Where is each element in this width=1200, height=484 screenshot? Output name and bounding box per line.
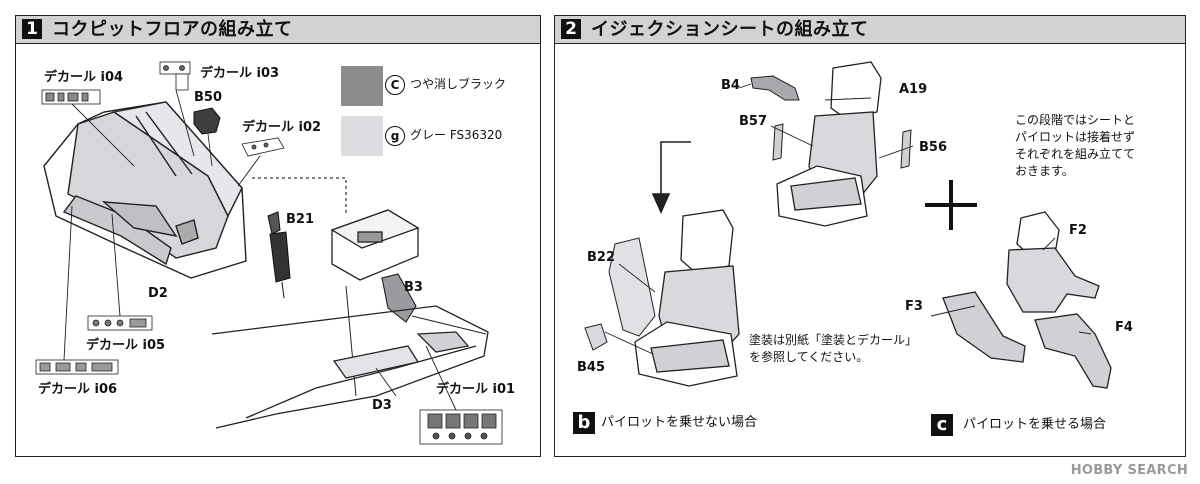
step1-panel: 1 コクピットフロアの組み立て <box>15 15 541 457</box>
step2-title: イジェクションシートの組み立て <box>591 19 869 40</box>
step1-title: コクピットフロアの組み立て <box>52 19 293 40</box>
label-f3: F3 <box>905 299 923 314</box>
decal-i03-sheet <box>159 61 191 91</box>
assembly-note-line-1: この段階ではシートと <box>1015 113 1136 127</box>
label-b50: B50 <box>194 90 222 105</box>
part-b22 <box>608 237 656 337</box>
label-b22: B22 <box>587 250 615 265</box>
assembly-arrow <box>651 141 691 214</box>
label-decal-i01: デカール i01 <box>436 382 516 397</box>
assembly-note-line-3: それぞれを組み立てて <box>1015 147 1136 161</box>
cockpit-tub-d2 <box>43 101 247 279</box>
label-d2: D2 <box>148 286 168 301</box>
step2-header: 2 イジェクションシートの組み立て <box>555 16 1185 44</box>
part-b56 <box>900 129 912 169</box>
step1-number: 1 <box>22 19 42 39</box>
step1-header: 1 コクピットフロアの組み立て <box>16 16 540 44</box>
watermark: HOBBY SEARCH <box>1070 463 1188 478</box>
step2-number: 2 <box>561 19 581 39</box>
assembled-seat <box>634 209 740 387</box>
label-decal-i02: デカール i02 <box>242 120 322 135</box>
label-b3: B3 <box>404 280 423 295</box>
paint-note-line-1: 塗装は別紙「塗装とデカール」 <box>749 333 918 347</box>
label-d3: D3 <box>372 398 392 413</box>
leader-lines <box>604 83 1092 355</box>
label-decal-i04: デカール i04 <box>44 70 124 85</box>
ejection-seat-illustration <box>584 61 1112 389</box>
label-b4: B4 <box>721 78 740 93</box>
label-decal-i03: デカール i03 <box>200 66 280 81</box>
assembly-note-line-2: パイロットは接着せず <box>1015 130 1136 144</box>
part-b50 <box>193 107 221 135</box>
option-c-text: パイロットを乗せる場合 <box>963 417 1107 432</box>
rear-seat-block <box>330 209 420 281</box>
part-b45 <box>584 323 608 351</box>
color-code-c: C <box>385 75 405 95</box>
label-b56: B56 <box>919 140 947 155</box>
assembly-guide-line <box>252 177 347 216</box>
decal-i04-sheet <box>41 89 101 105</box>
paint-note-line-2: を参照してください。 <box>749 350 869 364</box>
cockpit-floor-illustration <box>35 61 503 445</box>
step2-panel: 2 イジェクションシートの組み立て <box>554 15 1186 457</box>
decal-i01-sheet <box>419 409 503 445</box>
label-decal-i05: デカール i05 <box>86 338 166 353</box>
part-b21 <box>267 211 291 299</box>
label-a19: A19 <box>899 82 928 97</box>
label-decal-i06: デカール i06 <box>38 382 118 397</box>
option-b-badge: b <box>573 412 595 434</box>
decal-i02-sheet <box>241 137 285 157</box>
option-c-badge: c <box>931 414 953 436</box>
decal-i05-sheet <box>87 315 153 331</box>
option-b-text: パイロットを乗せない場合 <box>601 415 758 430</box>
label-b57: B57 <box>739 114 767 129</box>
color-name-c: つや消しブラック <box>410 77 507 91</box>
part-b57 <box>772 123 784 161</box>
decal-i06-sheet <box>35 359 119 375</box>
color-code-g: g <box>385 126 405 146</box>
pilot-figure <box>942 211 1112 389</box>
fuselage-part-d3 <box>211 285 489 429</box>
part-b4 <box>750 75 800 101</box>
color-name-g: グレー FS36320 <box>410 128 503 142</box>
color-swatch-c <box>341 66 383 106</box>
assembly-note-line-4: おきます。 <box>1015 164 1074 178</box>
leader-lines <box>63 89 457 411</box>
plus-sign <box>925 180 977 230</box>
color-swatch-g <box>341 116 383 156</box>
label-b21: B21 <box>286 212 314 227</box>
label-b45: B45 <box>577 360 605 375</box>
label-f2: F2 <box>1069 223 1087 238</box>
label-f4: F4 <box>1115 320 1133 335</box>
exploded-seat-a19 <box>776 61 882 227</box>
